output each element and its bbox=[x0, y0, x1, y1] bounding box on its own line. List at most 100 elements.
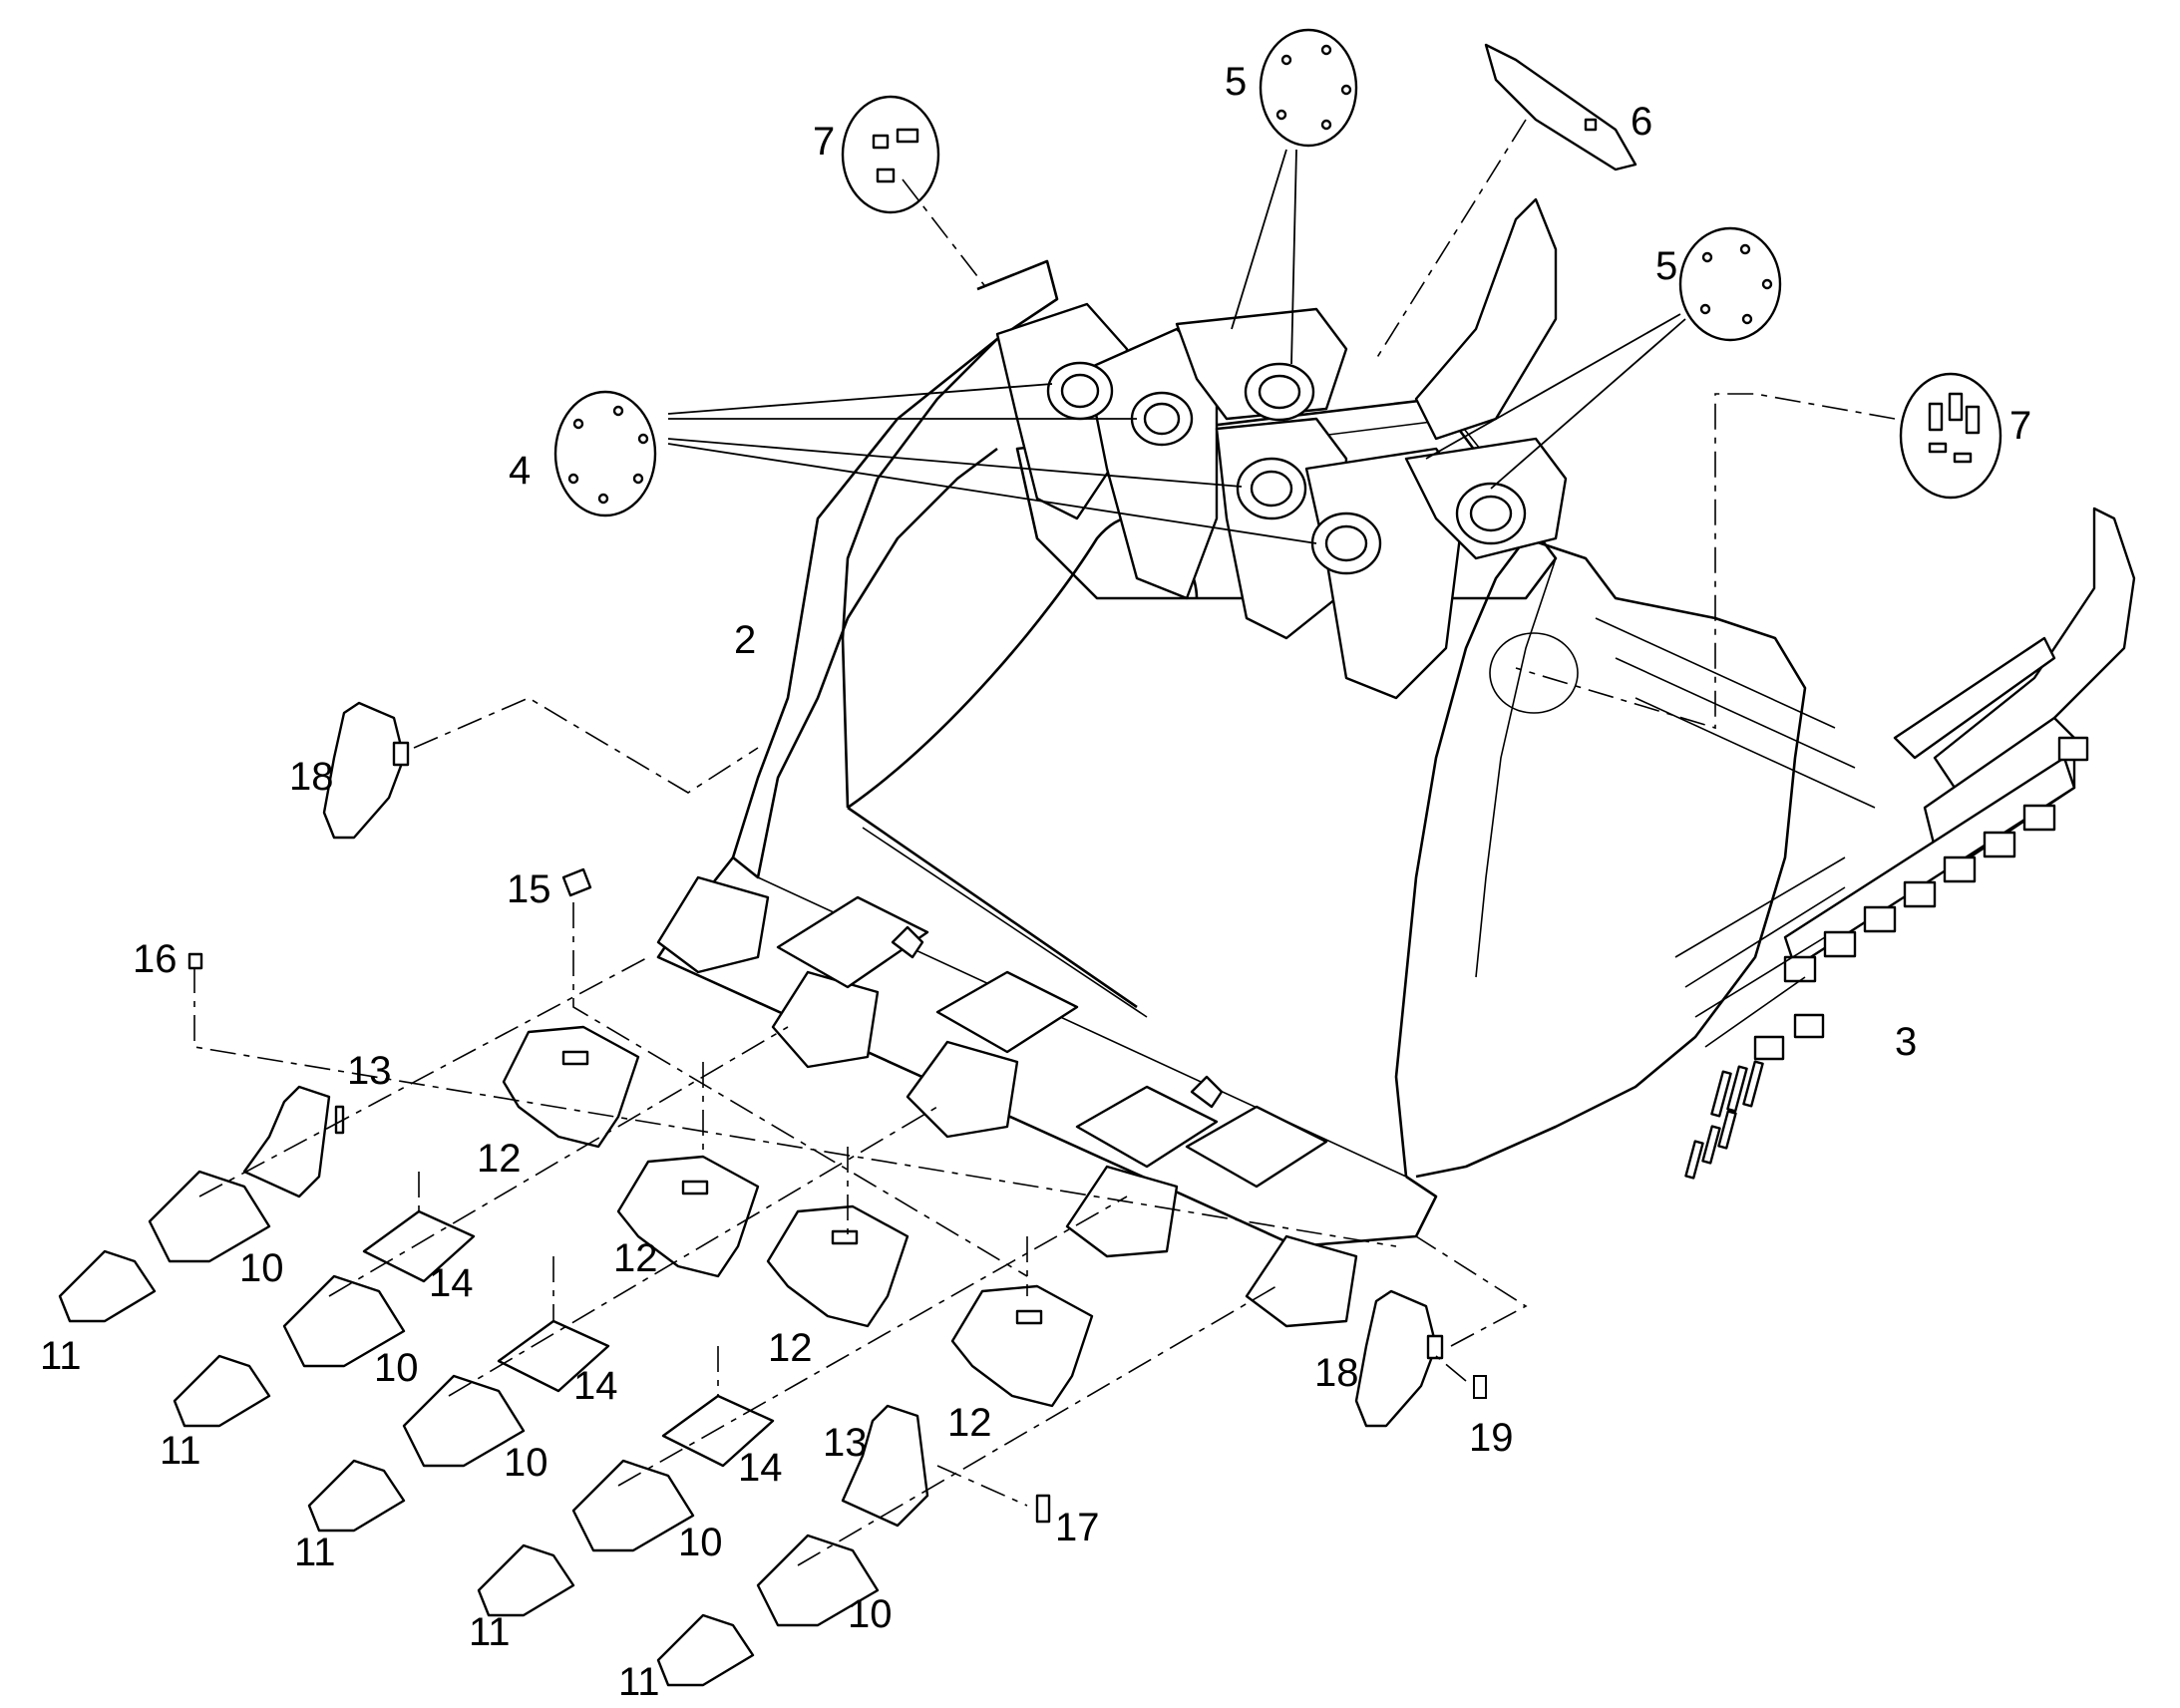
rear-tooth-3 bbox=[1863, 905, 1897, 933]
leader-19 bbox=[1435, 1355, 1467, 1382]
side-cutter-18-right bbox=[1354, 1289, 1444, 1428]
cover-5b-bolt-2 bbox=[1739, 243, 1751, 255]
callout-11-e: 11 bbox=[618, 1660, 660, 1704]
cover-plate-5-top bbox=[1259, 28, 1358, 148]
arrow-4-to-boss-1 bbox=[667, 383, 1053, 415]
edge-adapter-3 bbox=[906, 1040, 1019, 1139]
cover-4-bolt-1 bbox=[572, 418, 584, 430]
cover-4-bolt-5 bbox=[597, 493, 609, 505]
cover-7a-clip-1 bbox=[872, 134, 890, 150]
shroud-12-d bbox=[950, 1284, 1094, 1408]
cover-plate-4 bbox=[553, 390, 657, 517]
callout-12-b: 12 bbox=[613, 1236, 658, 1280]
cover-5b-bolt-4 bbox=[1741, 313, 1753, 325]
cover-5a-bolt-5 bbox=[1275, 109, 1287, 121]
cover-7b-clip-5 bbox=[1953, 452, 1973, 464]
callout-10-a: 10 bbox=[239, 1246, 284, 1290]
edge-shroud-2 bbox=[935, 970, 1079, 1054]
cover-5b-bolt-3 bbox=[1761, 278, 1773, 290]
angled-cover-plate-6 bbox=[1484, 43, 1637, 171]
leader-row-b bbox=[328, 1026, 789, 1297]
adapter-10-e bbox=[756, 1534, 880, 1627]
cover-4-bolt-4 bbox=[632, 473, 644, 485]
wear-plate-14-b bbox=[497, 1319, 610, 1393]
boss-bore-1 bbox=[1060, 373, 1100, 409]
edge-adapter-4 bbox=[1065, 1165, 1179, 1258]
shroud-12-d-slot bbox=[1015, 1309, 1043, 1325]
rear-pins-group bbox=[1684, 1060, 1764, 1180]
bucket-right-side-front bbox=[1394, 537, 1528, 1178]
cover-7b-clip-3 bbox=[1965, 405, 1981, 435]
callout-12-d: 12 bbox=[947, 1401, 992, 1445]
rear-tooth-9 bbox=[1753, 1035, 1785, 1061]
shroud-12-c bbox=[766, 1204, 909, 1328]
edge-shroud-4 bbox=[1185, 1105, 1328, 1189]
shroud-12-c-slot bbox=[831, 1229, 859, 1245]
boss-bore-4 bbox=[1250, 470, 1293, 508]
side-cutter-left-lug bbox=[392, 741, 410, 767]
callout-16: 16 bbox=[133, 937, 178, 981]
callout-labels: 2 3 4 5 5 6 7 7 10 10 10 10 10 11 11 11 … bbox=[40, 60, 2031, 1704]
cover-5a-bolt-1 bbox=[1280, 54, 1292, 66]
callout-5-top: 5 bbox=[1225, 60, 1247, 104]
leader-15 bbox=[572, 902, 1028, 1277]
teeth-group bbox=[58, 1170, 880, 1687]
callout-10-b: 10 bbox=[374, 1346, 419, 1390]
cover-5b-bolt-1 bbox=[1701, 251, 1713, 263]
bucket-floor-edge bbox=[847, 806, 1138, 1009]
nut-16 bbox=[187, 952, 203, 970]
arrow-5b-to-boss-6 bbox=[1490, 318, 1686, 490]
plate-6-tab bbox=[1584, 118, 1598, 132]
side-cutter-left-body bbox=[322, 701, 406, 840]
edge-shroud-3 bbox=[1075, 1085, 1219, 1169]
callout-2: 2 bbox=[734, 618, 756, 662]
callout-14-a: 14 bbox=[429, 1261, 474, 1305]
bucket-right-side-plate bbox=[1415, 536, 1807, 1179]
adapter-10-b bbox=[282, 1274, 406, 1368]
round-cover-plate-7-right bbox=[1899, 372, 2002, 500]
hinge-bracket-assembly bbox=[995, 197, 2136, 869]
rear-pin-5 bbox=[1726, 1065, 1748, 1113]
bottom-leaders bbox=[193, 902, 1397, 1566]
rear-tooth-4 bbox=[1903, 880, 1937, 908]
bucket-left-inner-edge bbox=[841, 338, 998, 809]
top-leaders bbox=[667, 119, 1896, 730]
callout-11-d: 11 bbox=[469, 1610, 511, 1654]
callout-18-right: 18 bbox=[1314, 1351, 1359, 1395]
cover-5b-bolt-5 bbox=[1699, 303, 1711, 315]
rear-pin-4 bbox=[1710, 1070, 1732, 1118]
bucket-right-side-inner bbox=[1475, 557, 1557, 978]
boss-bore-3 bbox=[1258, 374, 1301, 410]
rear-tooth-8 bbox=[2057, 736, 2089, 762]
grill-bar-5 bbox=[1595, 617, 1836, 729]
top-tine-plate bbox=[1414, 197, 1558, 441]
boss-bore-2 bbox=[1143, 402, 1181, 436]
callout-7-top: 7 bbox=[813, 120, 835, 164]
rear-bucket-teeth-row bbox=[1753, 736, 2089, 1061]
pin-19 bbox=[1473, 1375, 1487, 1399]
grill-bar-3 bbox=[1694, 936, 1826, 1018]
cover-5a-bolt-3 bbox=[1340, 84, 1352, 96]
arrow-5a-to-boss-4 bbox=[1290, 149, 1297, 365]
bucket-left-side-plate bbox=[731, 259, 1059, 879]
edge-adapter-2 bbox=[771, 970, 880, 1069]
cover-4-bolt-2 bbox=[612, 405, 624, 417]
boss-bore-6 bbox=[1469, 495, 1513, 532]
items-13 bbox=[242, 1085, 1051, 1528]
adapter-10-d bbox=[571, 1459, 695, 1552]
callout-14-b: 14 bbox=[573, 1364, 618, 1408]
callout-3: 3 bbox=[1895, 1020, 1917, 1064]
rear-tooth-7 bbox=[2022, 804, 2056, 832]
leader-18-right bbox=[1415, 1235, 1528, 1347]
cover-5a-bolt-2 bbox=[1320, 44, 1332, 56]
callout-18-left: 18 bbox=[289, 755, 334, 799]
callout-14-c: 14 bbox=[738, 1446, 783, 1490]
shroud-12-a bbox=[502, 1025, 640, 1149]
callout-13-b: 13 bbox=[823, 1421, 868, 1465]
edge-adapter-5 bbox=[1245, 1234, 1358, 1328]
cover-plate-7-right bbox=[1899, 372, 2002, 500]
callout-4: 4 bbox=[509, 449, 531, 493]
cover-7b-clip-1 bbox=[1928, 402, 1944, 432]
arrow-4-to-boss-3 bbox=[667, 438, 1243, 488]
